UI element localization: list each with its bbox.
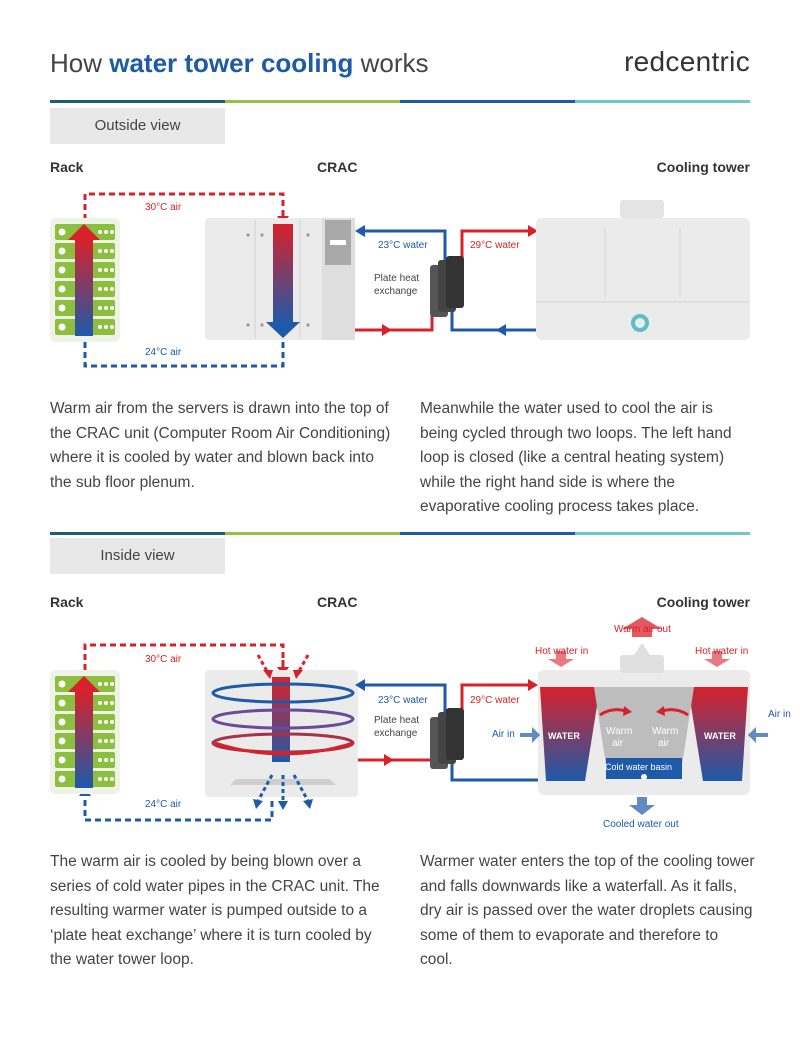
warm-air-label-1b: air [612,738,624,749]
water-right-label: WATER [704,731,736,741]
plate-heat-label-line2: exchange [374,286,418,297]
header-rule-2 [225,100,400,103]
plate-heat-label-line1: Plate heat [374,273,419,284]
mid-rule-1 [50,532,225,535]
outside-view-diagram: 30°C air 24°C air [50,192,750,368]
cold-water-pipe-left-loop [355,225,447,270]
warm-air-label-2a: Warm [652,726,678,737]
header-rule-1 [50,100,225,103]
title-prefix: How [50,48,110,78]
outside-text-left: Warm air from the servers is drawn into … [50,400,391,491]
rack [50,218,120,342]
cold-water-basin-label: Cold water basin [605,762,672,772]
cooling-tower-unit [536,200,750,340]
header-rule-3 [400,100,575,103]
warm-air-label-1a: Warm [606,726,632,737]
inside-cold-water-pipe-left-loop [355,679,447,725]
rack-label: Rack [50,159,84,175]
inside-warm-water-pipe-left-loop [358,743,434,766]
cold-water-pipe-right-loop [450,300,538,336]
inside-cold-water-label: 23°C water [378,695,428,706]
inside-plate-heat-label-line1: Plate heat [374,715,419,726]
inside-cooling-tower-unit [520,617,768,815]
hot-water-in-left-label: Hot water in [535,646,588,657]
inside-text-right: Warmer water enters the top of the cooli… [420,853,755,968]
air-in-left-label: Air in [492,729,515,740]
brand-logo: redcentric [624,46,750,77]
water-wall-left [540,687,600,781]
inside-crac-unit [205,653,358,810]
warm-water-label: 29°C water [470,240,520,251]
hot-water-in-right-label: Hot water in [695,646,748,657]
inside-text-left: The warm air is cooled by being blown ov… [50,853,380,968]
inside-plate-heat-exchanger [430,708,464,769]
inside-view-diagram: 30°C air 24°C air [50,617,791,830]
air-in-right-label: Air in [768,709,791,720]
inside-plate-heat-label-line2: exchange [374,728,418,739]
page-title: How water tower cooling works [50,48,429,79]
outside-text-right: Meanwhile the water used to cool the air… [420,400,732,515]
inside-warm-water-label: 29°C water [470,695,520,706]
title-suffix: works [353,48,429,78]
warm-water-pipe-left-loop [355,295,434,336]
cold-water-label: 23°C water [378,240,428,251]
inside-rack-label: Rack [50,594,84,610]
crac-label: CRAC [317,159,358,175]
mid-rule-3 [400,532,575,535]
inside-cold-air-label: 24°C air [145,799,182,810]
crac-unit [205,218,355,340]
cooled-water-out-label: Cooled water out [603,819,679,830]
title-emphasis: water tower cooling [109,48,354,78]
plate-heat-exchanger [430,256,464,317]
inside-rack [50,670,120,794]
mid-rule-4 [575,532,750,535]
inside-cooling-tower-label: Cooling tower [656,594,750,610]
warm-air-out-label: Warm air out [614,624,671,635]
inside-crac-label: CRAC [317,594,358,610]
water-left-label: WATER [548,731,580,741]
inside-view-tab: Inside view [50,538,225,574]
inside-cold-water-pipe-right-loop [450,755,538,782]
mid-rule-2 [225,532,400,535]
cooling-tower-label: Cooling tower [656,159,750,175]
cold-air-label: 24°C air [145,347,182,358]
water-wall-right [688,687,748,781]
warm-air-label-2b: air [658,738,670,749]
hot-air-label: 30°C air [145,202,182,213]
outside-view-tab: Outside view [50,108,225,144]
inside-hot-air-label: 30°C air [145,654,182,665]
header-rule-4 [575,100,750,103]
